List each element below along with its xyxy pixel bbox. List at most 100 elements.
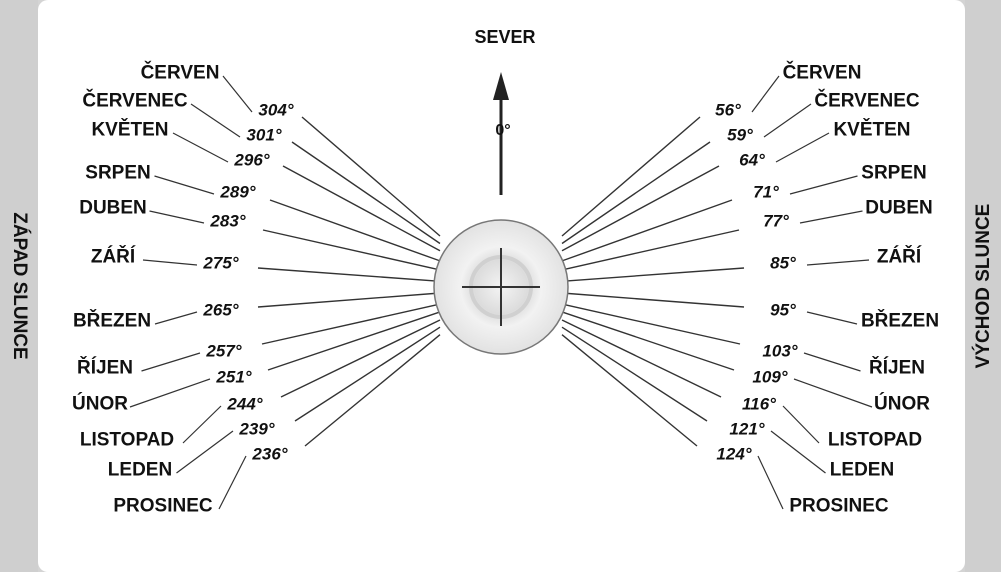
sunset-degree-label: 301° (246, 125, 282, 145)
sunrise-month-label: BŘEZEN (860, 310, 940, 332)
west-side-bar (0, 0, 38, 572)
north-label: SEVER (474, 27, 536, 47)
sunset-ray (267, 311, 441, 371)
sunset-connector (190, 103, 241, 138)
sunrise-connector (757, 455, 784, 510)
sunset-connector (129, 378, 211, 408)
sunrise-ray (561, 319, 722, 398)
sunrise-month-label: KVĚTEN (833, 119, 911, 141)
sunset-connector (222, 75, 253, 113)
sunrise-ray (561, 292, 745, 308)
sunrise-ray (561, 141, 711, 245)
sunrise-degree-label: 71° (753, 182, 779, 202)
sunrise-connector (782, 405, 820, 444)
sunrise-ray (561, 326, 708, 422)
sunset-connector (172, 132, 229, 163)
sunrise-month-label: DUBEN (865, 197, 933, 219)
sunset-month-label: ČERVEN (140, 62, 220, 84)
sunrise-ray (561, 311, 735, 371)
sunrise-ray (561, 116, 701, 237)
sunrise-connector (806, 311, 858, 325)
sunset-month-label: ZÁŘÍ (90, 246, 136, 268)
sunrise-month-label: ZÁŘÍ (876, 246, 922, 268)
sunset-degree-label: 239° (239, 419, 275, 439)
sunrise-ray (561, 165, 720, 252)
sunset-degree-label: 296° (234, 150, 270, 170)
sunrise-degree-label: 121° (729, 419, 765, 439)
sunrise-connector (789, 175, 858, 195)
sunset-ray (257, 292, 441, 308)
sunset-month-label: LISTOPAD (79, 429, 175, 451)
sunset-connector (142, 259, 198, 266)
sunrise-degree-label: 103° (762, 341, 798, 361)
sunset-degree-label: 283° (210, 211, 246, 231)
sunrise-connector (763, 103, 812, 138)
sunrise-ray (561, 334, 698, 447)
sunset-degree-label: 257° (206, 341, 242, 361)
sunrise-connector (799, 210, 863, 224)
sunset-month-label: PROSINEC (113, 495, 213, 517)
sunrise-connector (770, 430, 826, 474)
east-side-bar (965, 0, 1001, 572)
sunrise-month-label: LISTOPAD (827, 429, 923, 451)
sunset-degree-label: 304° (258, 100, 294, 120)
sunset-connector (141, 352, 201, 372)
sunrise-ray (561, 199, 733, 262)
sunset-ray (261, 303, 441, 345)
sunset-degree-label: 236° (252, 444, 288, 464)
sunrise-ray (561, 229, 740, 271)
ray-group (129, 75, 873, 510)
sunset-month-label: ČERVENEC (82, 90, 188, 112)
sunset-month-label: ÚNOR (72, 393, 128, 415)
sunrise-ray (561, 267, 745, 282)
sunrise-degree-label: 116° (742, 394, 776, 414)
sunrise-month-label: ČERVENEC (814, 90, 920, 112)
sunrise-connector (806, 259, 870, 266)
sunrise-connector (803, 352, 861, 372)
sunset-connector (218, 455, 247, 510)
sunset-month-label: DUBEN (79, 197, 147, 219)
sunset-connector (182, 405, 222, 444)
sunrise-connector (793, 378, 873, 408)
sunset-ray (291, 141, 441, 245)
sunset-degree-label: 275° (203, 253, 239, 273)
sunset-ray (301, 116, 441, 237)
sunset-ray (269, 199, 441, 262)
sunrise-connector (751, 75, 780, 113)
sunset-connector (149, 210, 205, 224)
north-angle-label: 0° (495, 122, 511, 139)
sunrise-degree-label: 56° (715, 100, 741, 120)
sunrise-month-label: LEDEN (829, 459, 895, 481)
sunset-month-label: ŘÍJEN (77, 357, 133, 379)
sunrise-degree-label: 77° (763, 211, 789, 231)
sunrise-month-label: ČERVEN (782, 62, 862, 84)
sunset-month-label: BŘEZEN (72, 310, 152, 332)
sunset-ray (304, 334, 441, 447)
sunset-connector (154, 175, 215, 195)
sunrise-month-label: ŘÍJEN (869, 357, 925, 379)
sunset-degree-label: 265° (203, 300, 239, 320)
sunset-ray (257, 267, 441, 282)
sunset-connector (176, 430, 234, 474)
sunrise-degree-label: 124° (716, 444, 752, 464)
sunset-ray (280, 319, 441, 398)
sunrise-degree-label: 109° (752, 367, 788, 387)
sunrise-degree-label: 85° (770, 253, 796, 273)
sunrise-degree-label: 64° (739, 150, 765, 170)
sunrise-month-label: PROSINEC (789, 495, 889, 517)
sunrise-degree-label: 95° (770, 300, 796, 320)
sunrise-degree-label: 59° (727, 125, 753, 145)
sunset-ray (282, 165, 441, 252)
sunrise-ray (561, 303, 741, 345)
sunset-month-label: KVĚTEN (91, 119, 169, 141)
sunset-degree-label: 251° (216, 367, 252, 387)
sunrise-month-label: ÚNOR (874, 393, 930, 415)
sunset-degree-label: 244° (227, 394, 263, 414)
sunset-degree-label: 289° (220, 182, 256, 202)
sunset-connector (154, 311, 198, 325)
sunrise-month-label: SRPEN (861, 162, 927, 184)
sunrise-connector (775, 132, 830, 163)
sunset-ray (262, 229, 441, 271)
sunset-ray (294, 326, 441, 422)
